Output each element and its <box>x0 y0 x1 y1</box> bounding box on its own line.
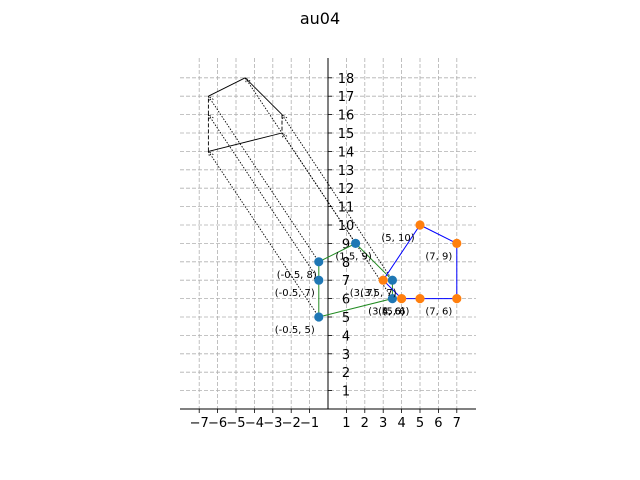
y-tick-label: 8 <box>342 256 350 271</box>
projection-arrowhead <box>207 95 214 103</box>
prism-wireframe <box>207 76 393 318</box>
y-tick-label: 17 <box>338 90 355 105</box>
x-tick-label: −1 <box>300 416 319 431</box>
y-tick-label: 14 <box>338 145 355 160</box>
y-tick-label: 5 <box>342 311 350 326</box>
y-tick-label: 6 <box>342 293 350 308</box>
x-tick-label: −2 <box>282 416 301 431</box>
y-tick-label: 9 <box>342 237 350 252</box>
prism-edge <box>208 132 283 152</box>
y-tick-label: 11 <box>338 201 355 216</box>
projection-line <box>281 132 393 299</box>
projection-arrowhead <box>244 76 251 84</box>
point-label: (5, 10) <box>381 233 414 244</box>
projection-line <box>208 114 320 281</box>
point-label: (-0.5, 5) <box>275 325 315 336</box>
data-point <box>415 294 425 304</box>
projection-arrowhead <box>207 150 214 158</box>
data-point <box>314 312 324 322</box>
point-label: (-0.5, 8) <box>277 270 317 281</box>
x-tick-label: 1 <box>342 416 350 431</box>
data-point <box>314 275 324 285</box>
point-label: (1.5, 9) <box>335 251 372 262</box>
x-tick-label: 3 <box>379 416 387 431</box>
x-tick-label: 6 <box>434 416 442 431</box>
y-tick-label: 4 <box>342 329 350 344</box>
y-tick-label: 15 <box>338 127 355 142</box>
y-tick-label: 18 <box>338 72 355 87</box>
data-points <box>314 220 462 322</box>
x-tick-label: −3 <box>263 416 282 431</box>
y-tick-label: 1 <box>342 385 350 400</box>
data-point <box>452 294 462 304</box>
x-tick-label: −7 <box>190 416 209 431</box>
y-tick-label: 2 <box>342 366 350 381</box>
y-tick-label: 16 <box>338 109 355 124</box>
point-label: (3, 7) <box>350 288 377 299</box>
x-tick-label: −6 <box>208 416 227 431</box>
y-tick-label: 3 <box>342 348 350 363</box>
data-point <box>397 294 407 304</box>
y-tick-label: 10 <box>338 219 355 234</box>
x-tick-label: 2 <box>361 416 369 431</box>
projection-arrowhead <box>207 113 214 121</box>
point-label: (5, 6) <box>383 307 410 318</box>
projection-arrowhead <box>281 132 288 139</box>
projection-line <box>208 151 320 318</box>
data-point <box>387 275 397 285</box>
x-tick-label: −5 <box>226 416 245 431</box>
y-tick-label: 7 <box>342 274 350 289</box>
projection-line <box>208 95 320 263</box>
point-label: (7, 6) <box>425 307 452 318</box>
x-tick-label: 4 <box>397 416 405 431</box>
data-point <box>378 275 388 285</box>
data-point <box>387 294 397 304</box>
data-point <box>415 220 425 230</box>
point-labels: (1.5, 9) (3.5, 7) (3.5, 6) (-0.5, 5) (-0.5, … <box>275 233 453 336</box>
data-point <box>351 238 361 248</box>
y-tick-label: 12 <box>338 182 355 197</box>
prism-edge <box>208 77 246 97</box>
x-tick-label: −4 <box>245 416 264 431</box>
chart-title: au04 <box>300 9 340 28</box>
y-tick-label: 13 <box>338 164 355 179</box>
point-label: (3.5, 7) <box>360 288 397 299</box>
data-point <box>452 238 462 248</box>
projection-arrowhead <box>281 113 288 121</box>
x-tick-label: 5 <box>416 416 424 431</box>
point-label: (4, 6) <box>378 307 405 318</box>
point-label: (7, 9) <box>425 251 452 262</box>
point-label: (-0.5, 7) <box>275 288 315 299</box>
projection-line <box>281 114 393 281</box>
prism-edge <box>244 77 283 115</box>
x-tick-label: 7 <box>453 416 461 431</box>
point-label: (3.5, 6) <box>368 307 405 318</box>
data-point <box>314 257 324 267</box>
